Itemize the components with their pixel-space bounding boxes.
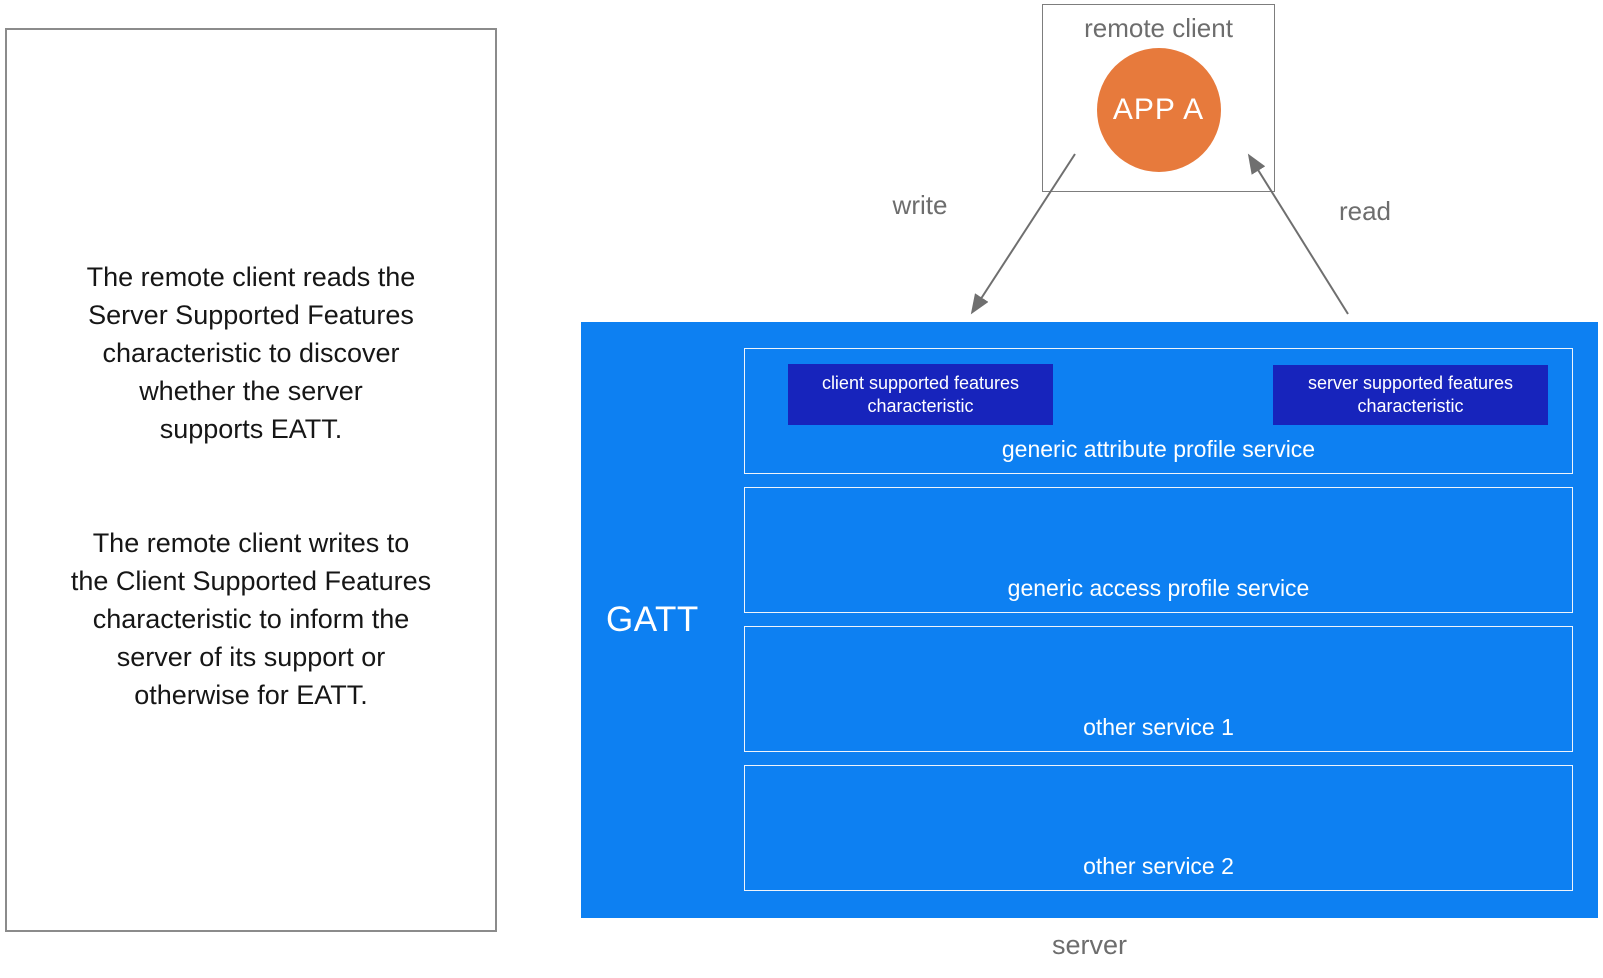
service-label: generic access profile service xyxy=(1007,575,1310,601)
write-arrow-label: write xyxy=(892,190,948,220)
explanation-paragraph-read: The remote client reads the Server Suppo… xyxy=(86,262,416,444)
gatt-label: GATT xyxy=(606,600,699,639)
server-supported-features-characteristic: server supported features characteristic xyxy=(1273,365,1548,425)
explanation-panel: The remote client reads the Server Suppo… xyxy=(5,28,497,932)
service-box-other-2: other service 2 xyxy=(744,765,1573,891)
gatt-box: GATT client supported features character… xyxy=(581,322,1598,918)
read-arrow-label: read xyxy=(1338,196,1392,226)
app-a-label: APP A xyxy=(1112,93,1205,126)
client-supported-features-characteristic: client supported features characteristic xyxy=(788,364,1053,425)
app-a-circle: APP A xyxy=(1096,48,1221,172)
server-caption: server xyxy=(1051,930,1127,960)
service-label: other service 1 xyxy=(1083,714,1234,740)
service-label: generic attribute profile service xyxy=(1001,436,1316,462)
explanation-paragraph-write: The remote client writes to the Client S… xyxy=(70,528,432,710)
remote-client-box: remote client APP A xyxy=(1042,4,1275,192)
service-box-other-1: other service 1 xyxy=(744,626,1573,752)
remote-client-label: remote client xyxy=(1084,13,1233,43)
service-box-generic-access: generic access profile service xyxy=(744,487,1573,613)
service-label: other service 2 xyxy=(1083,853,1234,879)
service-box-generic-attribute: client supported features characteristic… xyxy=(744,348,1573,474)
service-list: client supported features characteristic… xyxy=(744,348,1573,904)
